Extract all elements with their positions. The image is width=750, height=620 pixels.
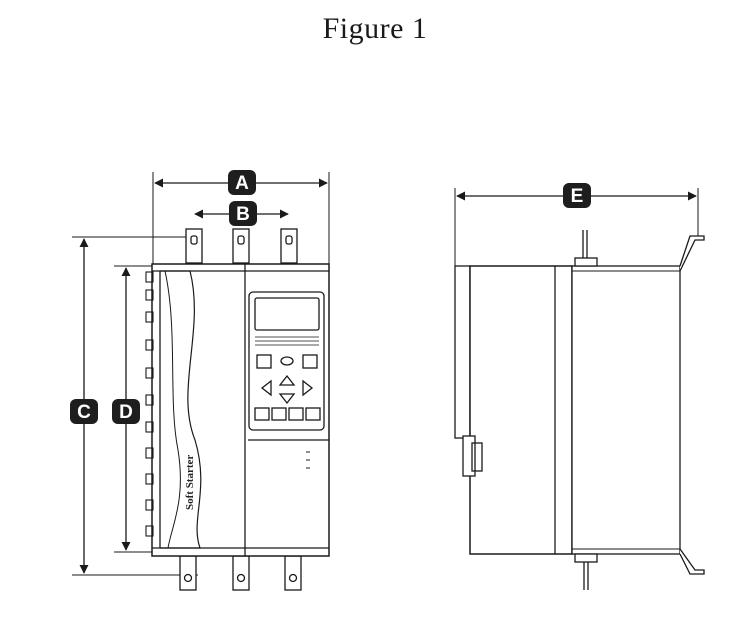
key-top-left — [256, 354, 272, 369]
key-bottom-2 — [271, 407, 287, 421]
label-e-text: E — [571, 186, 584, 207]
left-arrow-icon — [260, 379, 272, 397]
label-d: D — [112, 399, 140, 424]
top-terminals — [185, 228, 298, 264]
brand-label: Soft Starter — [184, 455, 196, 510]
side-front-cover — [454, 265, 471, 439]
key-bottom-4 — [305, 407, 321, 421]
right-arrow-icon — [302, 379, 314, 397]
side-main-body — [469, 265, 573, 555]
key-top-center — [280, 356, 294, 366]
up-arrow-icon — [278, 374, 296, 386]
figure-title: Figure 1 — [322, 12, 428, 45]
key-bottom-3 — [288, 407, 304, 421]
label-a: A — [228, 170, 256, 195]
label-b: B — [229, 201, 257, 226]
side-latch — [462, 435, 476, 477]
label-b-text: B — [236, 204, 250, 225]
label-c-text: C — [77, 402, 91, 423]
down-arrow-icon — [278, 393, 296, 405]
front-view: Soft Starter — [72, 172, 330, 591]
status-marks — [306, 451, 310, 469]
label-e: E — [563, 183, 591, 208]
lcd-display — [254, 297, 320, 331]
extension-lines — [72, 172, 330, 576]
label-a-text: A — [235, 173, 249, 194]
side-heatsink — [571, 265, 681, 555]
bottom-terminals — [179, 555, 302, 591]
key-bottom-1 — [254, 407, 270, 421]
label-c: C — [70, 399, 98, 424]
cooling-fins — [145, 271, 154, 537]
label-d-text: D — [119, 402, 133, 423]
key-top-right — [302, 354, 318, 369]
keypad-panel — [248, 291, 325, 431]
side-view — [454, 188, 705, 590]
